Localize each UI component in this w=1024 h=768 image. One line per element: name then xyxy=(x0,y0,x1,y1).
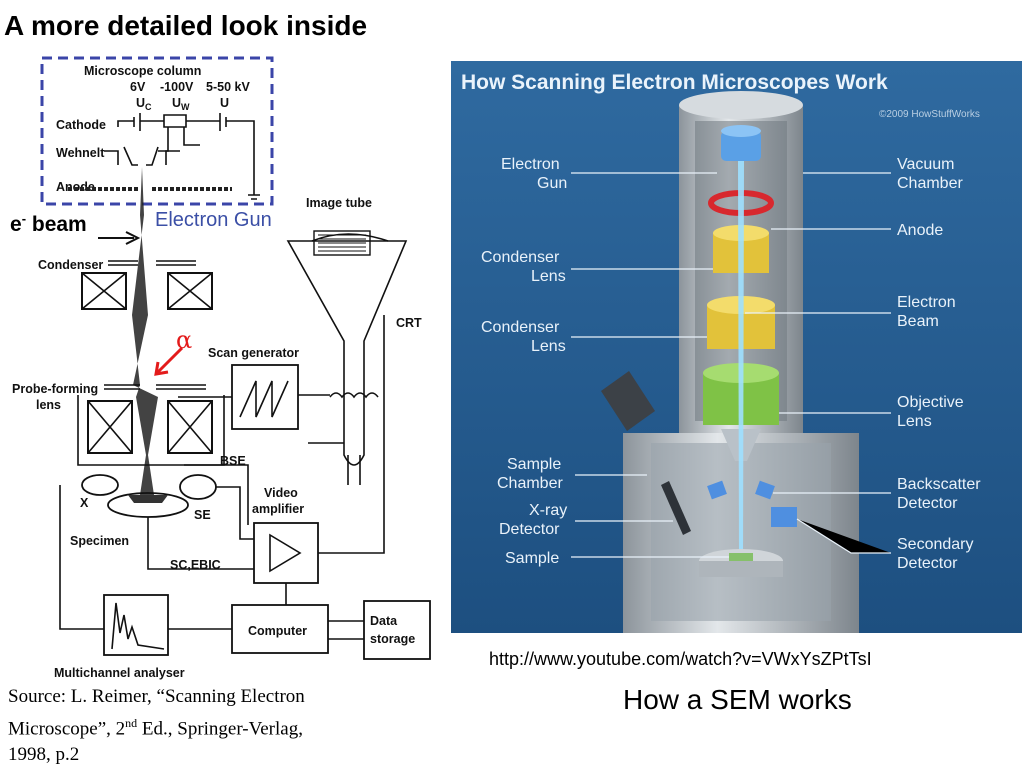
wehnelt-label: Wehnelt xyxy=(56,146,105,160)
svg-text:UC: UC xyxy=(136,96,152,112)
svg-text:5-50 kV: 5-50 kV xyxy=(206,80,250,94)
cathode-label: Cathode xyxy=(56,118,106,132)
multichannel-analyser-box xyxy=(103,594,169,656)
se-detector xyxy=(179,474,217,500)
svg-text:Objective: Objective xyxy=(897,394,964,411)
video-amplifier-box xyxy=(253,522,319,584)
electron-gun xyxy=(721,131,761,161)
svg-text:Electron: Electron xyxy=(501,156,560,173)
scan-generator-label: Scan generator xyxy=(208,346,299,360)
electron-gun-box xyxy=(40,56,274,206)
bse-label: BSE xyxy=(220,454,246,468)
backscatter-detector-left xyxy=(707,480,727,500)
e-beam-label: e- beam xyxy=(10,211,87,236)
svg-text:UW: UW xyxy=(172,96,190,112)
illustration-title: How Scanning Electron Microscopes Work xyxy=(461,71,888,94)
svg-text:Backscatter: Backscatter xyxy=(897,476,981,493)
svg-text:Chamber: Chamber xyxy=(897,175,963,192)
svg-text:Condenser: Condenser xyxy=(481,249,560,266)
svg-text:X-ray: X-ray xyxy=(529,502,567,519)
svg-text:Lens: Lens xyxy=(897,413,932,430)
svg-text:Lens: Lens xyxy=(531,268,566,285)
left-callouts: Electron Gun Condenser Lens Condenser Le… xyxy=(481,156,729,567)
specimen-label: Specimen xyxy=(70,534,129,548)
svg-text:Detector: Detector xyxy=(897,555,958,572)
svg-text:Sample: Sample xyxy=(505,550,559,567)
svg-text:U: U xyxy=(220,96,229,110)
right-callouts: Vacuum Chamber Anode Electron Beam Objec… xyxy=(745,156,981,572)
microscope-column-label: Microscope column xyxy=(84,64,201,78)
source-citation: Source: L. Reimer, “Scanning Electron Mi… xyxy=(8,686,305,766)
condenser-label: Condenser xyxy=(38,258,103,272)
svg-text:6V: 6V xyxy=(130,80,146,94)
svg-text:Detector: Detector xyxy=(897,495,958,512)
svg-text:Lens: Lens xyxy=(531,338,566,355)
image-tube-label: Image tube xyxy=(306,196,372,210)
side-port xyxy=(601,371,655,431)
xray-detector xyxy=(661,481,691,535)
sc-ebic-label: SC,EBIC xyxy=(170,558,221,572)
backscatter-detector-right xyxy=(755,480,775,500)
multichannel-analyser-label: Multichannel analyser xyxy=(54,666,185,680)
copyright-text: ©2009 HowStuffWorks xyxy=(879,109,980,120)
slide-title: A more detailed look inside xyxy=(4,10,368,41)
svg-text:Electron: Electron xyxy=(897,294,956,311)
svg-text:Secondary: Secondary xyxy=(897,536,974,553)
svg-text:Beam: Beam xyxy=(897,313,939,330)
sem-caption: How a SEM works xyxy=(623,684,852,715)
svg-text:Condenser: Condenser xyxy=(481,319,560,336)
sem-illustration: How Scanning Electron Microscopes Work ©… xyxy=(451,61,1022,633)
svg-text:Vacuum: Vacuum xyxy=(897,156,955,173)
sem-schematic-diagram: Microscope column 6V -100V 5-50 kV UC UW… xyxy=(12,56,431,680)
svg-text:Anode: Anode xyxy=(897,222,943,239)
svg-text:Detector: Detector xyxy=(499,521,560,538)
computer-label: Computer xyxy=(248,624,307,638)
x-detector xyxy=(81,474,119,496)
svg-text:Gun: Gun xyxy=(537,175,567,192)
crt-label: CRT xyxy=(396,316,422,330)
data-storage-box xyxy=(363,600,431,660)
svg-text:Chamber: Chamber xyxy=(497,475,563,492)
electron-gun-label: Electron Gun xyxy=(155,209,272,231)
svg-text:-100V: -100V xyxy=(160,80,194,94)
alpha-angle-label: α xyxy=(176,326,193,354)
electron-beam xyxy=(738,161,744,561)
alpha-arrow xyxy=(154,346,184,376)
electron-beam-shape xyxy=(132,167,158,495)
secondary-detector xyxy=(771,507,797,527)
x-detector-label: X xyxy=(80,496,89,510)
se-detector-label: SE xyxy=(194,508,211,522)
youtube-url-link[interactable]: http://www.youtube.com/watch?v=VWxYsZPtT… xyxy=(489,649,872,669)
e-beam-arrow xyxy=(98,231,141,245)
svg-text:Sample: Sample xyxy=(507,456,561,473)
